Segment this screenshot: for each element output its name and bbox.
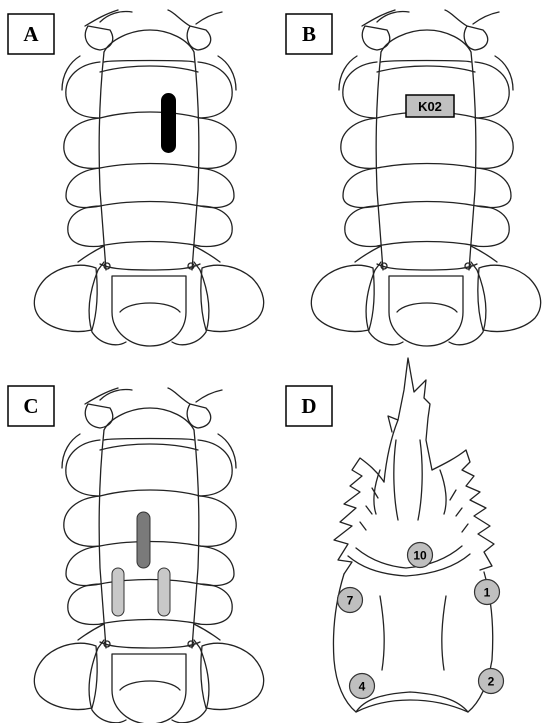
lobster-tail-drawing-a [34,10,263,346]
panel-label-a: A [23,22,39,46]
dark-grey-tag-bar [137,512,150,568]
k02-tag-label: K02 [418,99,442,114]
marker-2: 2 [479,669,504,694]
light-grey-tag-bar-right [158,568,170,616]
light-grey-tag-bar-left [112,568,124,616]
panel-d: D 10 [286,358,504,712]
marker-7: 7 [338,588,363,613]
panel-a: A [8,10,264,346]
marker-1: 1 [475,580,500,605]
marker-10-label: 10 [413,549,427,563]
panel-label-d: D [301,394,316,418]
marker-2-label: 2 [488,675,495,689]
carapace-drawing [333,358,494,712]
lobster-tail-drawing-b [311,10,540,346]
panel-c: C [8,386,264,723]
panel-b: B K02 [286,10,541,346]
panel-label-c: C [23,394,38,418]
marker-4-label: 4 [359,680,366,694]
marker-4: 4 [350,674,375,699]
marker-10: 10 [408,543,433,568]
black-tag-bar [161,93,176,153]
marker-1-label: 1 [484,586,491,600]
panel-label-b: B [302,22,316,46]
marker-7-label: 7 [347,594,354,608]
